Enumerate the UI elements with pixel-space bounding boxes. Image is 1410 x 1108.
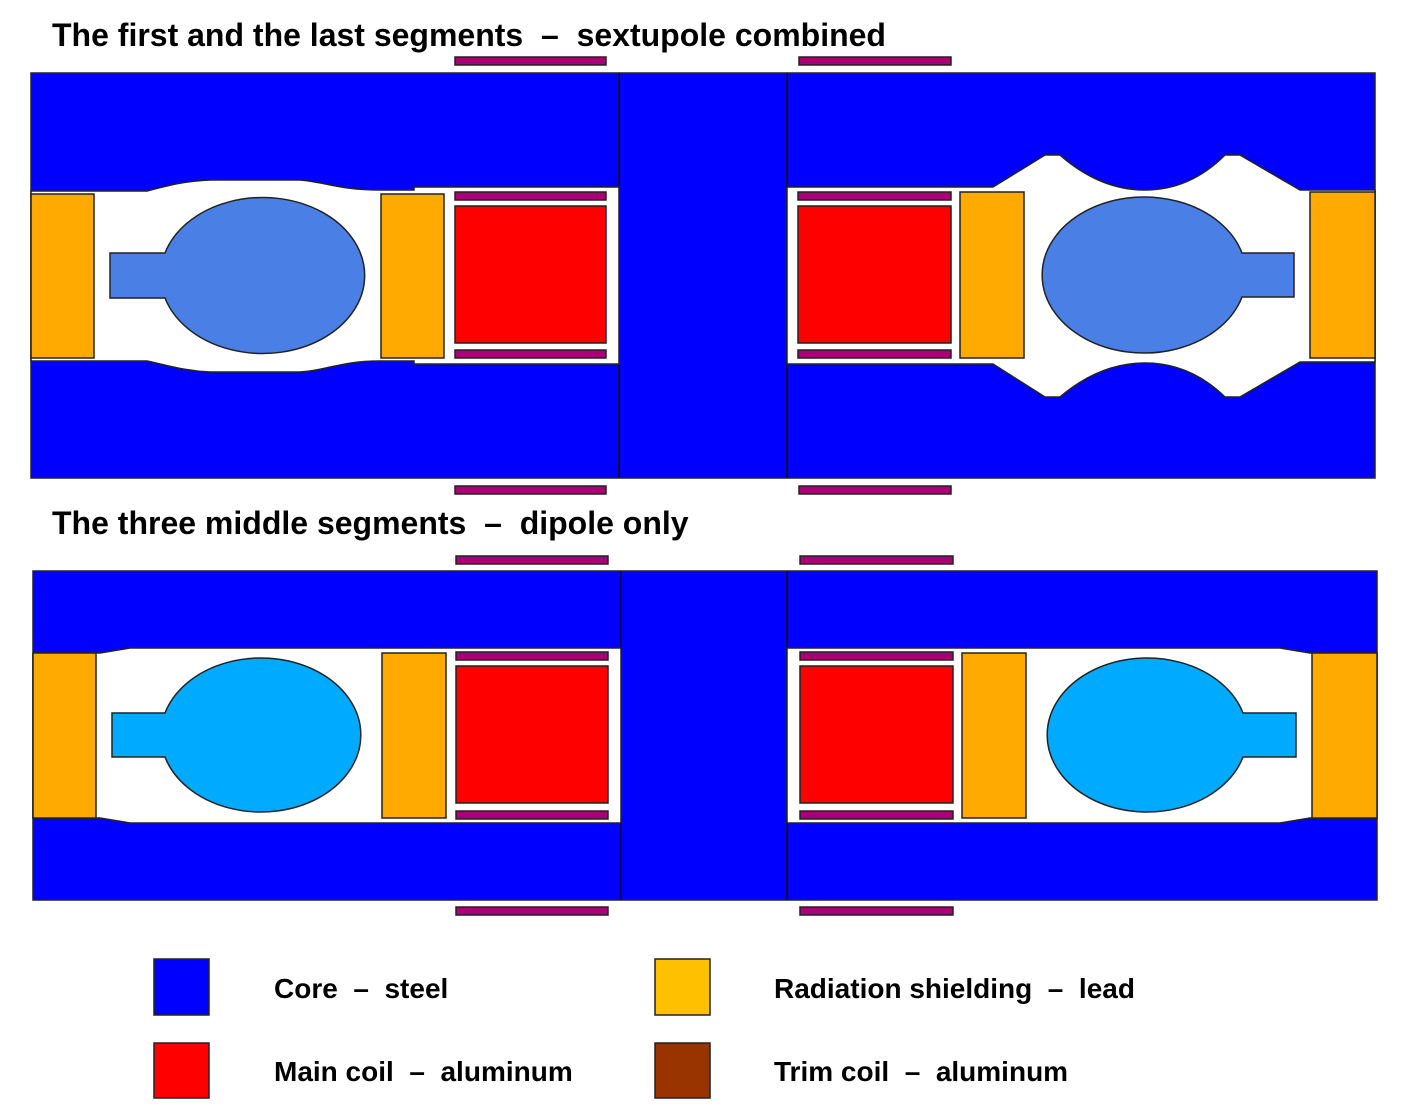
legend-label-shielding: Radiation shielding – lead [774, 973, 1135, 1004]
trim-coil [799, 651, 954, 661]
lead-shield [961, 652, 1027, 819]
trim-coil-external [799, 555, 954, 565]
trim-coil [454, 349, 607, 359]
trim-coil [797, 349, 952, 359]
trim-coil [454, 191, 607, 201]
sextupole-combined-segment [30, 56, 1376, 495]
dipole-only-segment [32, 555, 1378, 916]
legend-label-trim-coil: Trim coil – aluminum [774, 1056, 1068, 1087]
trim-coil-external [798, 56, 952, 66]
lead-shield [30, 193, 95, 359]
legend: Core – steel Radiation shielding – lead … [153, 958, 1135, 1099]
trim-coil-external [455, 906, 609, 916]
trim-coil-external [798, 485, 952, 495]
title-top: The first and the last segments – sextup… [52, 17, 886, 53]
vacuum-chamber [109, 196, 366, 355]
lead-shield [380, 193, 445, 359]
lead-shield [1311, 652, 1378, 819]
trim-coil-external [454, 56, 607, 66]
trim-coil [797, 191, 952, 201]
main-coil [454, 205, 607, 344]
trim-coil [799, 810, 954, 820]
trim-coil-external [799, 906, 954, 916]
main-coil [797, 205, 952, 344]
legend-swatch-main-coil [153, 1042, 210, 1099]
legend-swatch-shielding [654, 958, 711, 1016]
main-coil [799, 665, 954, 804]
legend-label-core: Core – steel [274, 973, 448, 1004]
trim-coil-external [454, 485, 607, 495]
main-coil [455, 665, 609, 804]
legend-label-main-coil: Main coil – aluminum [274, 1056, 573, 1087]
trim-coil [455, 810, 609, 820]
lead-shield [959, 191, 1025, 359]
vacuum-chamber [1041, 196, 1295, 354]
title-bottom: The three middle segments – dipole only [52, 505, 689, 541]
vacuum-chamber [1046, 657, 1297, 813]
vacuum-chamber [111, 657, 362, 813]
lead-shield [1309, 191, 1376, 359]
legend-swatch-core [153, 958, 210, 1016]
lead-shield [381, 652, 447, 819]
trim-coil-external [455, 555, 609, 565]
legend-swatch-trim-coil [654, 1042, 711, 1099]
trim-coil [455, 651, 609, 661]
lead-shield [32, 652, 97, 819]
